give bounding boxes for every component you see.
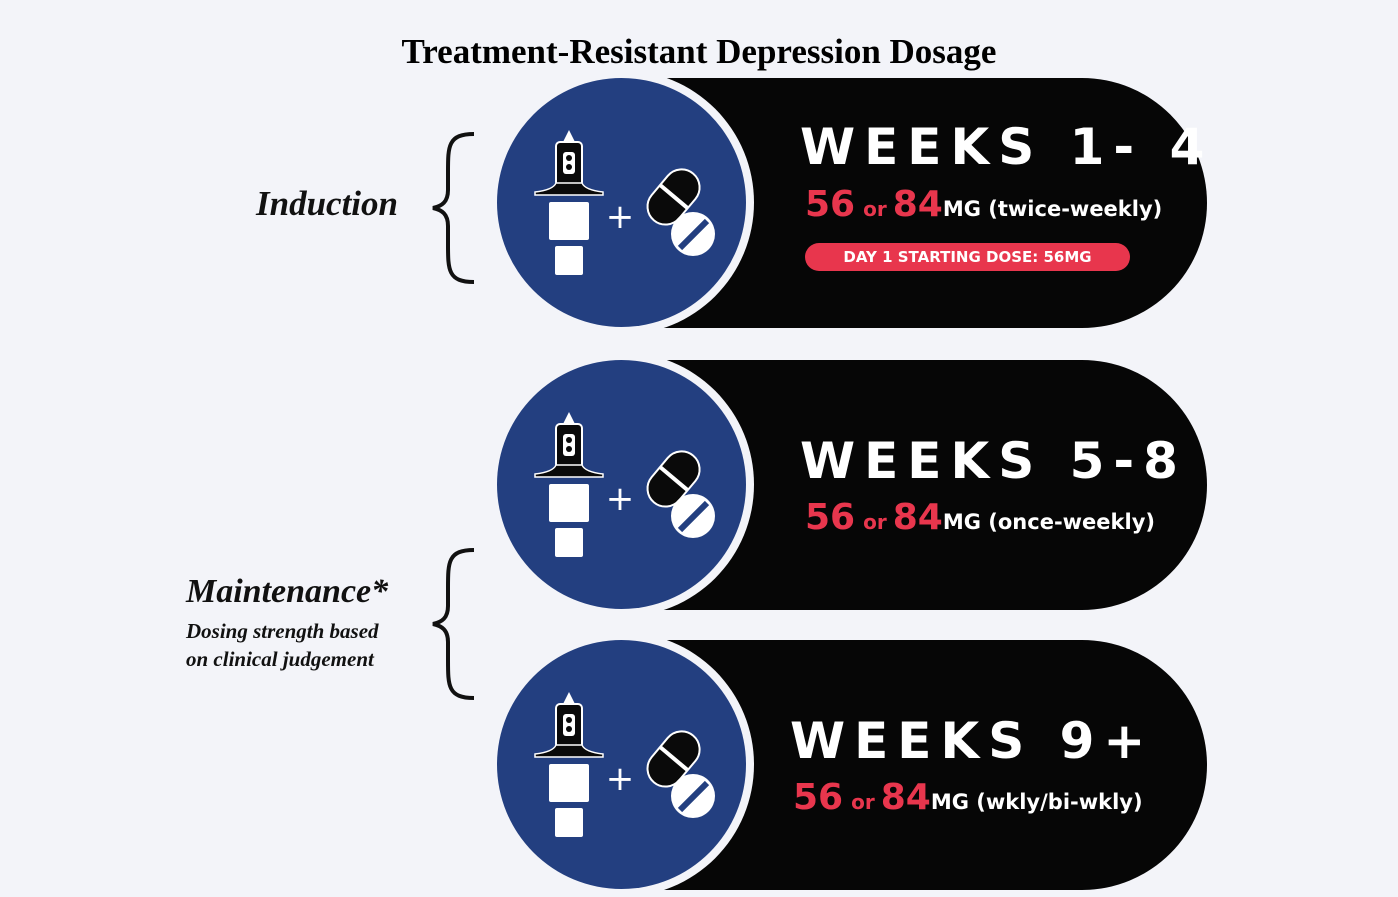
pill-and-tablet-icon	[646, 168, 715, 256]
medication-circle: +	[489, 632, 754, 897]
dose-unit: MG (twice-weekly)	[942, 197, 1163, 221]
medication-circle-fill: +	[497, 640, 746, 889]
dose-unit: MG (once-weekly)	[942, 510, 1155, 534]
dose-high: 84	[892, 184, 943, 225]
dose-or: or	[863, 197, 887, 221]
maintenance-note-line1: Dosing strength based	[186, 619, 379, 643]
weeks-label: WEEKS 1- 4	[800, 118, 1214, 176]
dose-or: or	[863, 510, 887, 534]
medication-circle: +	[489, 70, 754, 335]
maintenance-brace-icon	[432, 548, 475, 700]
dose-low: 56	[805, 184, 856, 225]
plus-icon: +	[606, 479, 635, 519]
dose-or: or	[851, 790, 875, 814]
dose-high: 84	[892, 497, 943, 538]
pill-and-tablet-icon	[646, 730, 715, 818]
medication-circle-fill: +	[497, 360, 746, 609]
weeks-label: WEEKS 5-8	[800, 432, 1187, 490]
page-title: Treatment-Resistant Depression Dosage	[401, 32, 997, 71]
pill-and-tablet-icon	[646, 450, 715, 538]
maintenance-label: Maintenance*	[186, 573, 389, 610]
dose-low: 56	[805, 497, 856, 538]
nasal-spray-device-icon	[534, 130, 604, 275]
dose-low: 56	[793, 777, 844, 818]
medication-circle-fill: +	[497, 78, 746, 327]
dose-unit: MG (wkly/bi-wkly)	[930, 790, 1143, 814]
medication-circle: +	[489, 352, 754, 617]
maintenance-note-line2: on clinical judgement	[186, 647, 374, 671]
plus-icon: +	[606, 197, 635, 237]
nasal-spray-device-icon	[534, 412, 604, 557]
induction-label: Induction	[256, 184, 398, 223]
starting-dose-badge: DAY 1 STARTING DOSE: 56MG	[805, 243, 1130, 271]
weeks-label: WEEKS 9+	[790, 712, 1155, 770]
induction-brace-icon	[432, 132, 475, 284]
dose-high: 84	[880, 777, 931, 818]
nasal-spray-device-icon	[534, 692, 604, 837]
plus-icon: +	[606, 759, 635, 799]
